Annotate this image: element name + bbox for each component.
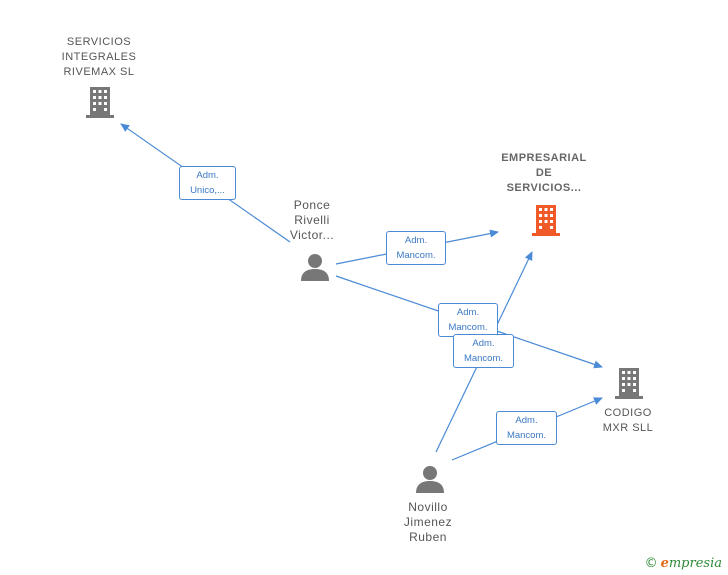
brand-initial: e xyxy=(660,556,669,571)
edge-label-ponce-servicios[interactable]: Adm. Unico,... xyxy=(179,166,236,200)
person-icon[interactable] xyxy=(415,465,445,493)
copyright-symbol: © xyxy=(644,556,658,571)
building-icon[interactable] xyxy=(530,203,562,237)
person-icon[interactable] xyxy=(300,253,330,281)
edge-label-ponce-codigo[interactable]: Adm. Mancom. xyxy=(438,303,498,337)
building-icon[interactable] xyxy=(84,85,116,119)
person-label-ponce[interactable]: Ponce Rivelli Victor... xyxy=(289,198,335,242)
empresia-logo: ©empresia xyxy=(645,556,722,571)
person-label-novillo[interactable]: Novillo Jimenez Ruben xyxy=(403,500,453,544)
building-icon[interactable] xyxy=(613,366,645,400)
edge-label-novillo-codigo[interactable]: Adm. Mancom. xyxy=(496,411,557,445)
company-label-servicios[interactable]: SERVICIOS INTEGRALES RIVEMAX SL xyxy=(61,36,137,78)
company-label-empresarial[interactable]: EMPRESARIAL DE SERVICIOS... xyxy=(501,152,587,194)
edge-label-novillo-empresarial[interactable]: Adm. Mancom. xyxy=(453,334,514,368)
company-label-codigo[interactable]: CODIGO MXR SLL xyxy=(602,407,654,434)
brand-name: mpresia xyxy=(668,556,722,571)
edge-label-ponce-empresarial[interactable]: Adm. Mancom. xyxy=(386,231,446,265)
